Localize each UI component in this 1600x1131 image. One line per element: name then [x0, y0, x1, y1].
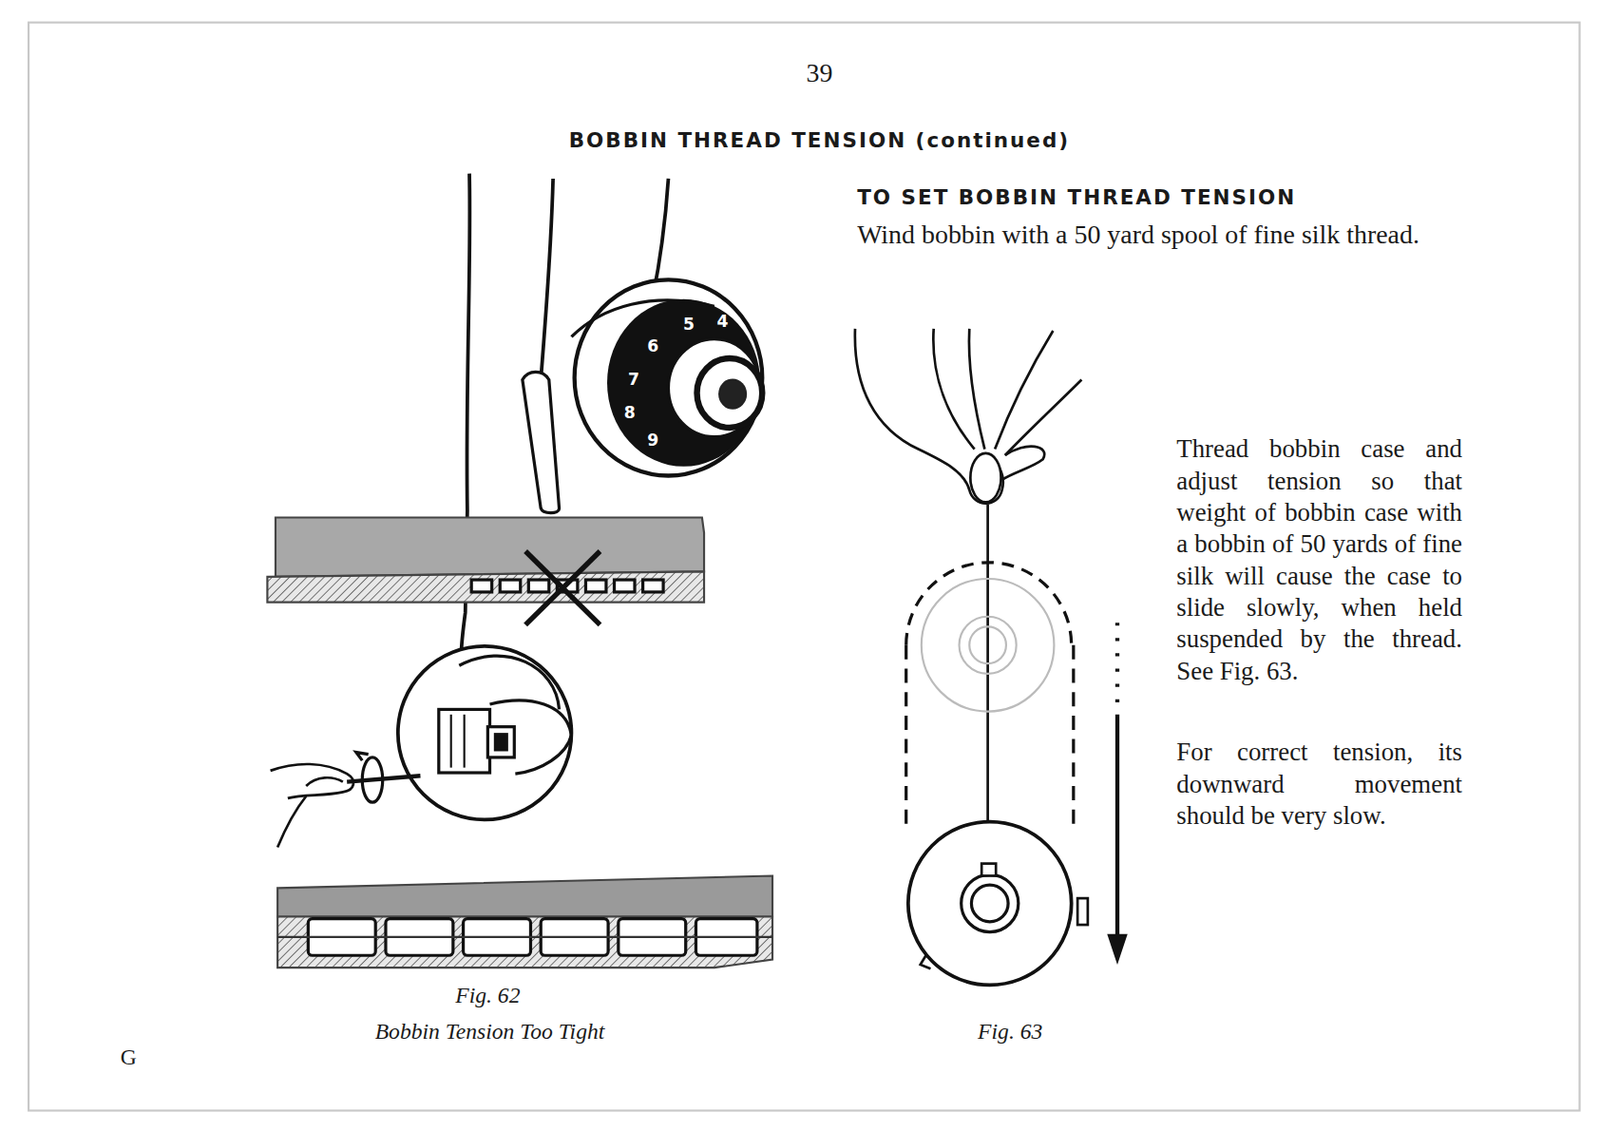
dial-number: 8 — [617, 403, 643, 422]
dial-number: 4 — [709, 312, 735, 331]
bobbin-case — [398, 646, 572, 820]
signature-mark: G — [120, 1043, 162, 1070]
dial-number: 6 — [640, 337, 666, 356]
page-number: 39 — [778, 57, 860, 90]
section-title: BOBBIN THREAD TENSION (continued) — [472, 128, 1166, 153]
figure-number: Fig. 62 — [385, 981, 591, 1009]
figure-caption: Bobbin Tension Too Tight — [295, 1017, 684, 1045]
instruction-text: Wind bobbin with a 50 yard spool of fine… — [857, 218, 1469, 250]
thread-guide — [522, 371, 560, 513]
bobbin-case-hanging — [908, 821, 1088, 986]
page-frame — [28, 22, 1580, 1111]
bobbin-ghost — [906, 562, 1074, 833]
fabric-correct — [277, 875, 773, 968]
dial-number: 7 — [621, 370, 647, 389]
hand — [855, 328, 1083, 504]
hand-screwdriver — [270, 752, 421, 848]
fabric-tight — [266, 517, 705, 626]
motion-arrow — [1106, 622, 1127, 965]
figure-number: Fig. 63 — [908, 1017, 1113, 1045]
body-text: Thread bobbin case and adjust tension so… — [1176, 433, 1463, 686]
dial-number: 9 — [640, 431, 666, 450]
dial-number: 5 — [676, 315, 702, 334]
body-text: For correct tension, its downward moveme… — [1176, 736, 1463, 832]
subheading: TO SET BOBBIN THREAD TENSION — [857, 185, 1572, 210]
tension-dial — [571, 279, 762, 476]
